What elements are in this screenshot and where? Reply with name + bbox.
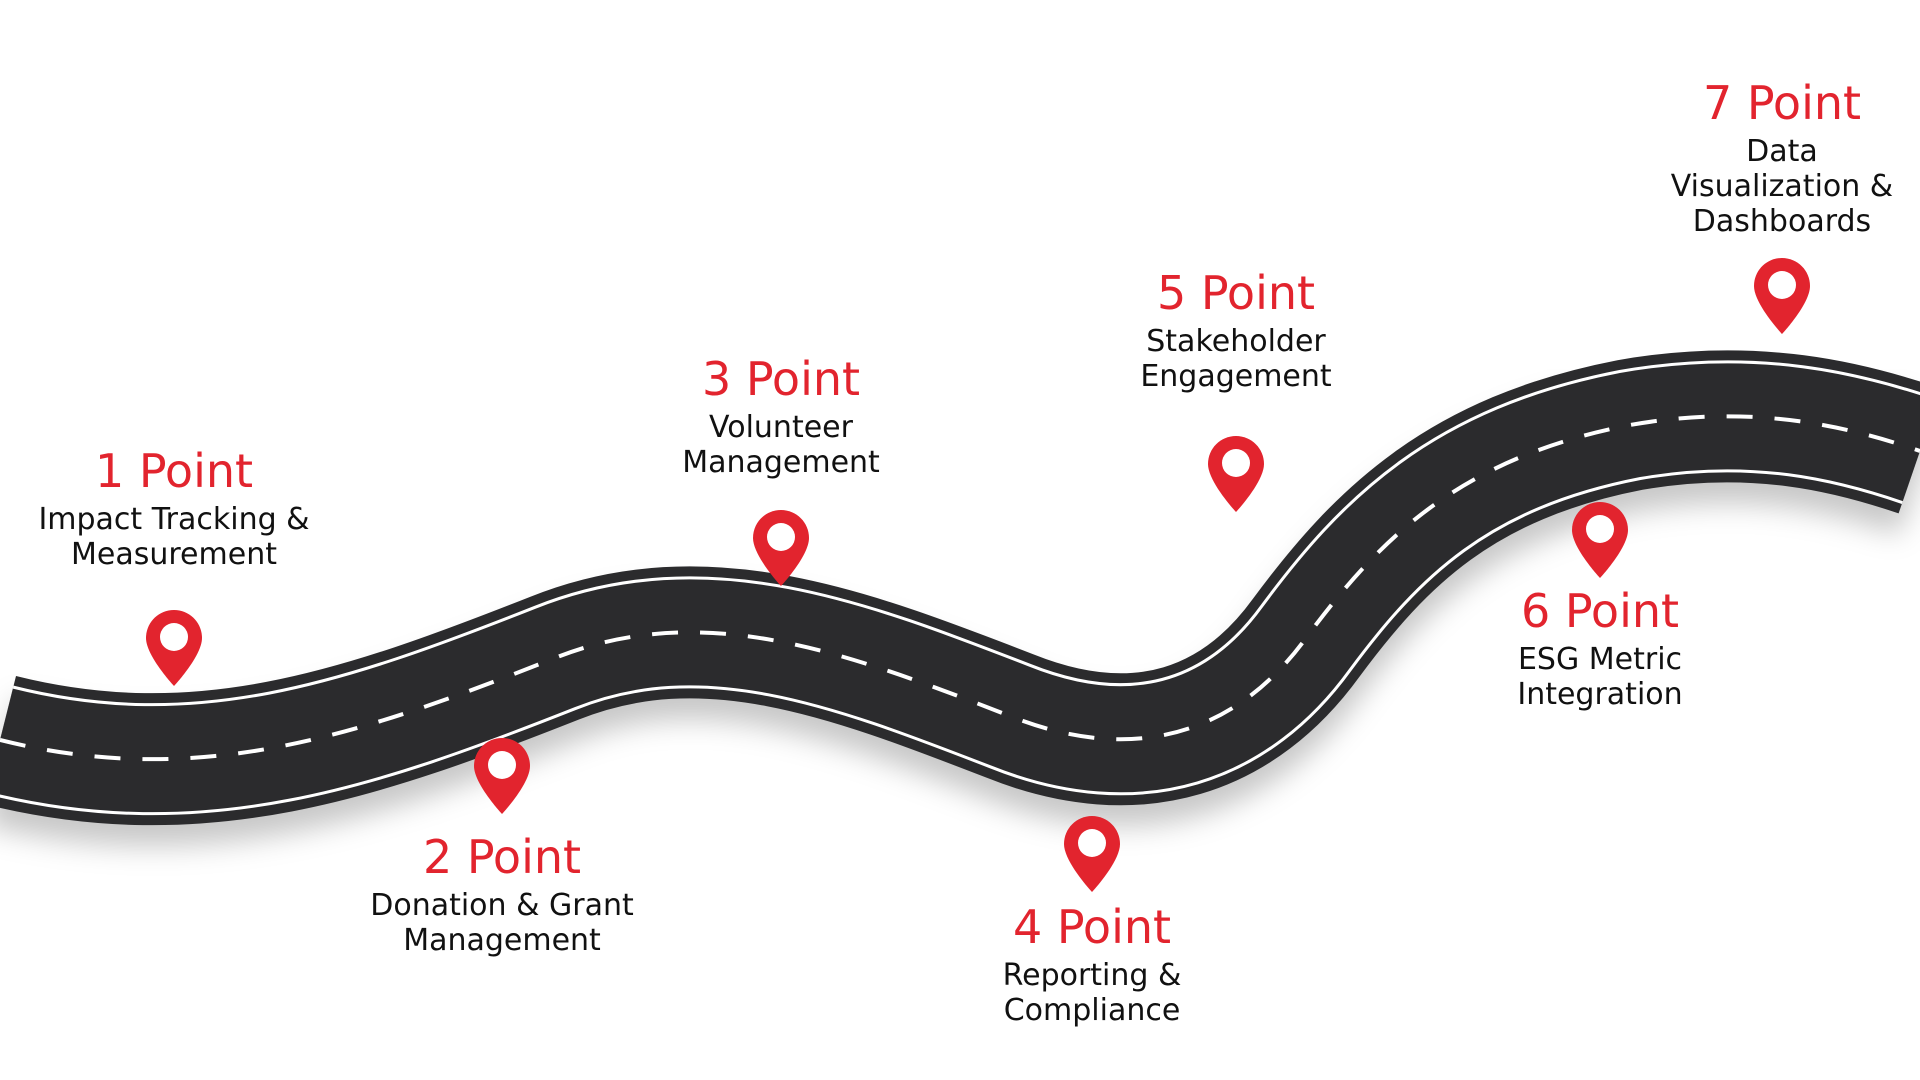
milestone-description: Data Visualization & Dashboards [1670, 134, 1894, 239]
milestone-title: 5 Point [1156, 266, 1316, 320]
milestone-7: 7 Point Data Visualization & Dashboards [1602, 76, 1920, 239]
milestone-description: ESG Metric Integration [1517, 642, 1683, 712]
milestone-5: 5 Point Stakeholder Engagement [1056, 266, 1416, 394]
map-pin-icon [1062, 814, 1122, 894]
map-pin-icon [1206, 434, 1266, 514]
map-pin-icon [751, 508, 811, 588]
map-pin-icon [1752, 256, 1812, 336]
milestone-title: 6 Point [1520, 584, 1680, 638]
milestone-description: Donation & Grant Management [370, 888, 634, 958]
milestone-6: 6 Point ESG Metric Integration [1420, 584, 1780, 712]
milestone-2: 2 Point Donation & Grant Management [322, 830, 682, 958]
milestone-title: 3 Point [701, 352, 861, 406]
map-pin-icon [144, 608, 204, 688]
milestone-3: 3 Point Volunteer Management [601, 352, 961, 480]
road-surface [0, 363, 1920, 813]
milestone-description: Reporting & Compliance [1002, 958, 1182, 1028]
milestone-title: 7 Point [1702, 76, 1862, 130]
milestone-4: 4 Point Reporting & Compliance [912, 900, 1272, 1028]
milestone-title: 4 Point [1012, 900, 1172, 954]
map-pin-icon [472, 736, 532, 816]
milestone-description: Stakeholder Engagement [1140, 324, 1332, 394]
milestone-title: 2 Point [422, 830, 582, 884]
map-pin-icon [1570, 500, 1630, 580]
milestone-description: Impact Tracking & Measurement [38, 502, 310, 572]
milestone-title: 1 Point [94, 444, 254, 498]
milestone-description: Volunteer Management [682, 410, 880, 480]
milestone-1: 1 Point Impact Tracking & Measurement [0, 444, 354, 572]
